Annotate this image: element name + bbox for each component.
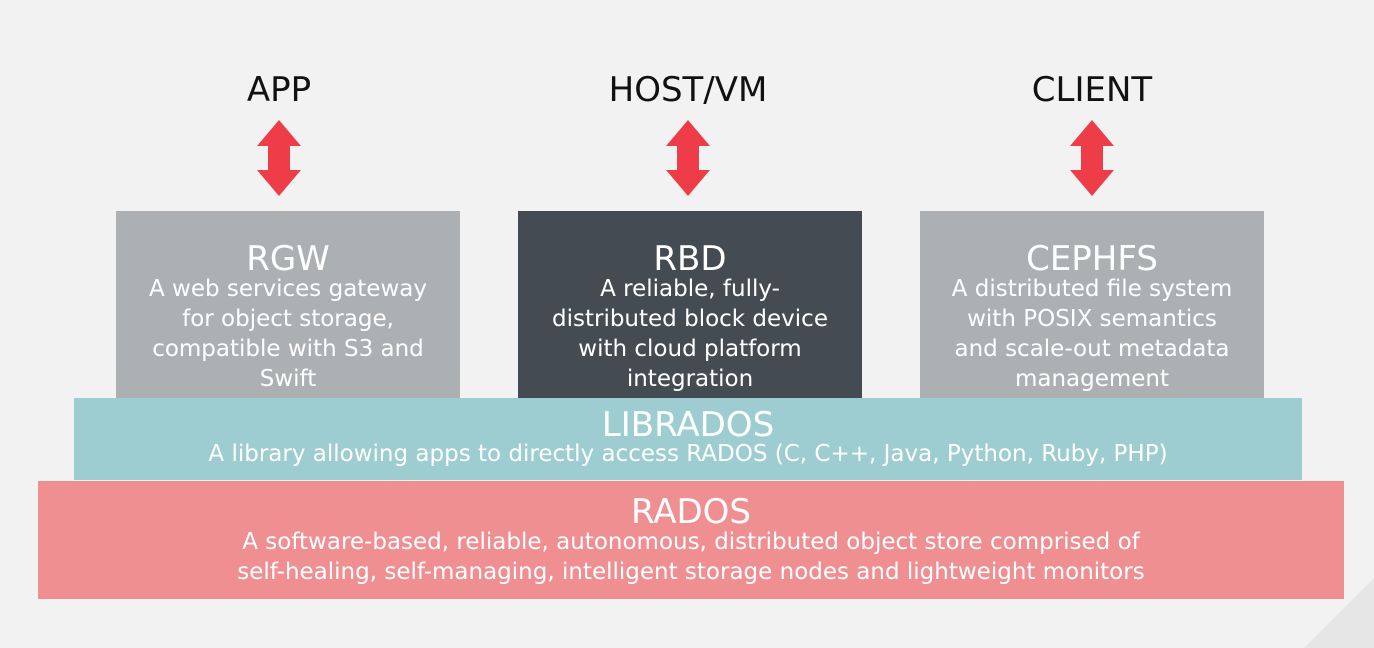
cephfs-description-line: management — [1014, 366, 1170, 392]
rados-layer: RADOS A software-based, reliable, autono… — [38, 481, 1344, 599]
rbd-description-line: integration — [626, 366, 754, 392]
rgw-description-line: A web services gateway — [149, 276, 427, 302]
rbd-description-line: distributed block device — [552, 306, 828, 332]
cephfs-description-line: with POSIX semantics — [967, 306, 1217, 332]
rgw-description-line: compatible with S3 and — [152, 336, 424, 362]
rgw-description-line: Swift — [259, 366, 317, 392]
double-arrow-icon — [666, 120, 710, 196]
cephfs-description: A distributed file system with POSIX sem… — [920, 274, 1264, 394]
rgw-description: A web services gateway for object storag… — [116, 274, 460, 394]
rados-description-line: self-healing, self-managing, intelligent… — [237, 559, 1145, 585]
cephfs-description-line: A distributed file system — [951, 276, 1233, 302]
rbd-description: A reliable, fully- distributed block dev… — [518, 274, 862, 394]
double-arrow-icon — [1070, 120, 1114, 196]
rbd-description-line: A reliable, fully- — [600, 276, 780, 302]
rados-description-line: A software-based, reliable, autonomous, … — [242, 529, 1140, 555]
double-arrow-icon — [257, 120, 301, 196]
client-label-app: APP — [246, 70, 312, 110]
librados-description: A library allowing apps to directly acce… — [208, 441, 1168, 467]
rbd-box: RBD A reliable, fully- distributed block… — [518, 211, 862, 398]
rgw-box: RGW A web services gateway for object st… — [116, 211, 460, 398]
rbd-description-line: with cloud platform — [578, 336, 802, 362]
rbd-title: RBD — [653, 239, 727, 279]
cephfs-description-line: and scale-out metadata — [954, 336, 1230, 362]
cephfs-title: CEPHFS — [1026, 239, 1158, 279]
rados-description: A software-based, reliable, autonomous, … — [38, 527, 1344, 587]
client-label-client: CLIENT — [1031, 70, 1153, 110]
librados-layer: LIBRADOS A library allowing apps to dire… — [74, 398, 1302, 480]
rgw-description-line: for object storage, — [182, 306, 394, 332]
rados-title: RADOS — [630, 492, 752, 532]
cephfs-box: CEPHFS A distributed file system with PO… — [920, 211, 1264, 398]
client-label-host-vm: HOST/VM — [608, 70, 768, 110]
rgw-title: RGW — [246, 239, 330, 279]
librados-title: LIBRADOS — [601, 405, 775, 445]
